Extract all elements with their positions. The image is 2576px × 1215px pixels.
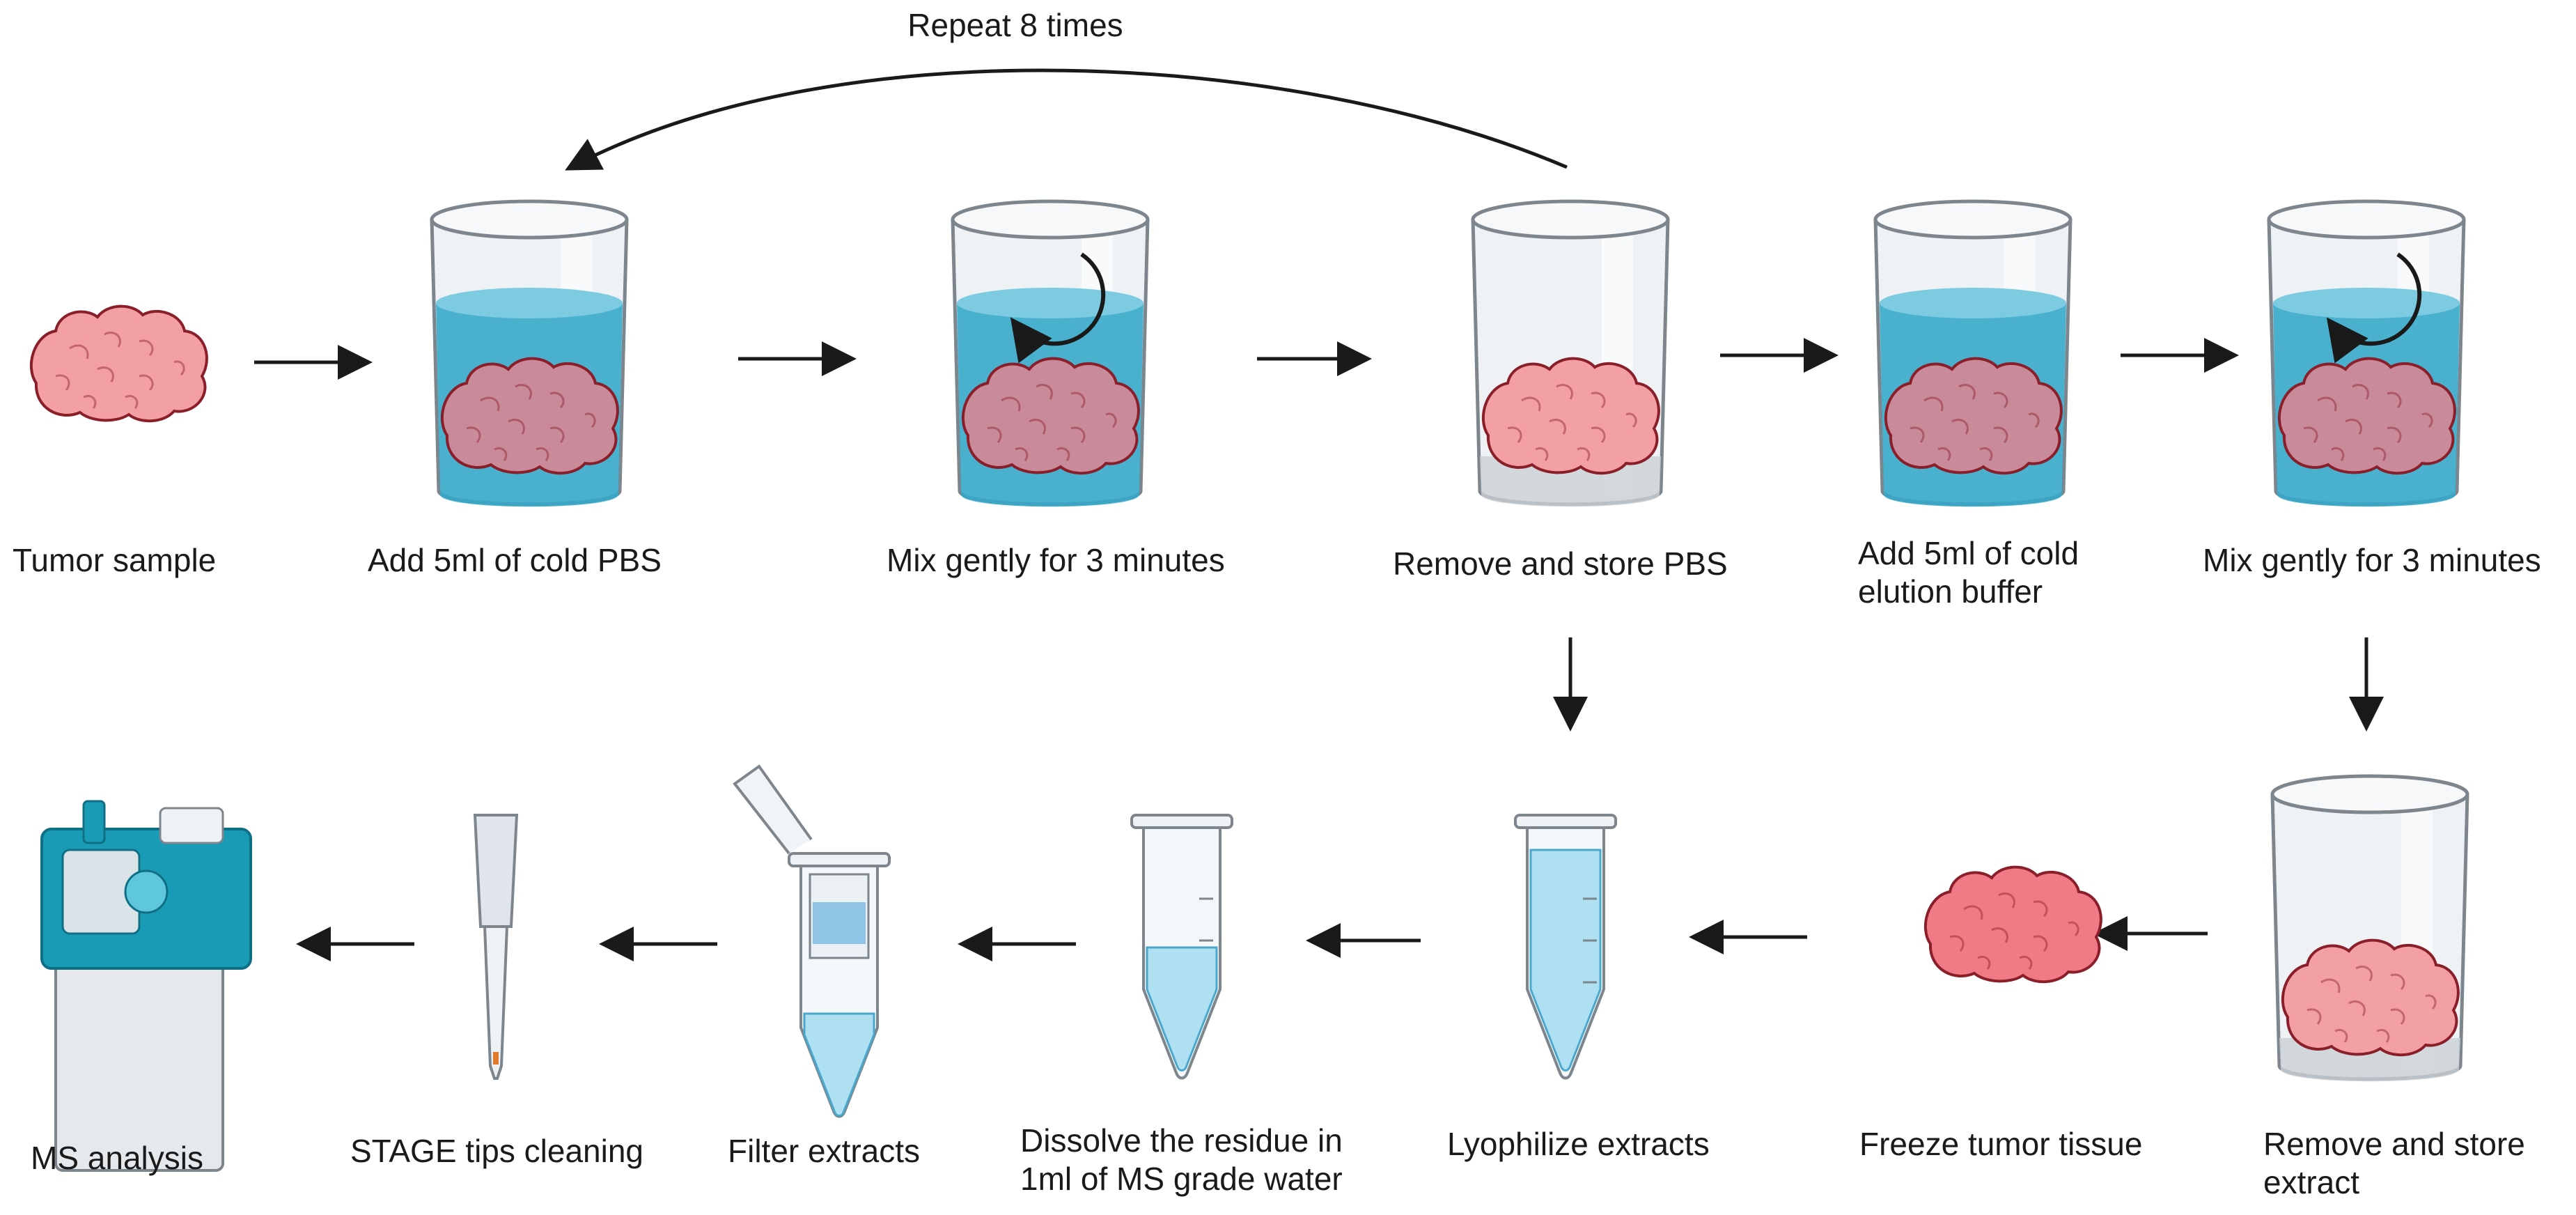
rotate-icon	[2326, 252, 2422, 364]
beaker-extract-icon	[2272, 776, 2467, 1082]
step-label-ms-analysis: MS analysis	[31, 1140, 203, 1176]
step-label-remove-pbs: Remove and store PBS	[1393, 545, 1728, 582]
repeat-loop-label: Repeat 8 times	[907, 7, 1123, 43]
tube-dissolve-icon	[1130, 814, 1233, 1080]
rotate-icon	[1010, 252, 1106, 364]
frozen-tissue-icon	[1923, 865, 2102, 984]
flow-arrows	[254, 338, 2384, 961]
tube-lyophilize-icon	[1514, 814, 1617, 1080]
tumor-sample-icon	[29, 304, 208, 423]
step-label-add-pbs: Add 5ml of cold PBS	[368, 542, 662, 578]
beaker-mix-icon	[953, 201, 1148, 507]
stage-tip-icon	[473, 814, 519, 1080]
tube-filter-icon	[733, 764, 891, 1118]
mass-spectrometer-icon	[40, 800, 252, 1172]
beaker-pbs-icon	[432, 201, 627, 507]
step-label-tumor-sample: Tumor sample	[13, 542, 217, 578]
step-label-stage-tips: STAGE tips cleaning	[350, 1133, 644, 1169]
beaker-empty-icon	[1473, 201, 1668, 507]
repeat-loop-arrow	[565, 68, 1568, 171]
step-label-add-elution: Add 5ml of cold elution buffer	[1858, 535, 2079, 610]
step-label-filter: Filter extracts	[728, 1133, 921, 1169]
step-label-dissolve: Dissolve the residue in 1ml of MS grade …	[1020, 1122, 1343, 1198]
step-label-mix-2: Mix gently for 3 minutes	[2203, 542, 2541, 578]
beaker-mix-2-icon	[2269, 201, 2464, 507]
step-label-freeze: Freeze tumor tissue	[1859, 1126, 2143, 1162]
beaker-elution-icon	[1875, 201, 2070, 507]
step-label-lyophilize: Lyophilize extracts	[1447, 1126, 1710, 1162]
step-label-remove-extract: Remove and store extract	[2263, 1126, 2525, 1201]
step-label-mix-1: Mix gently for 3 minutes	[887, 542, 1225, 578]
